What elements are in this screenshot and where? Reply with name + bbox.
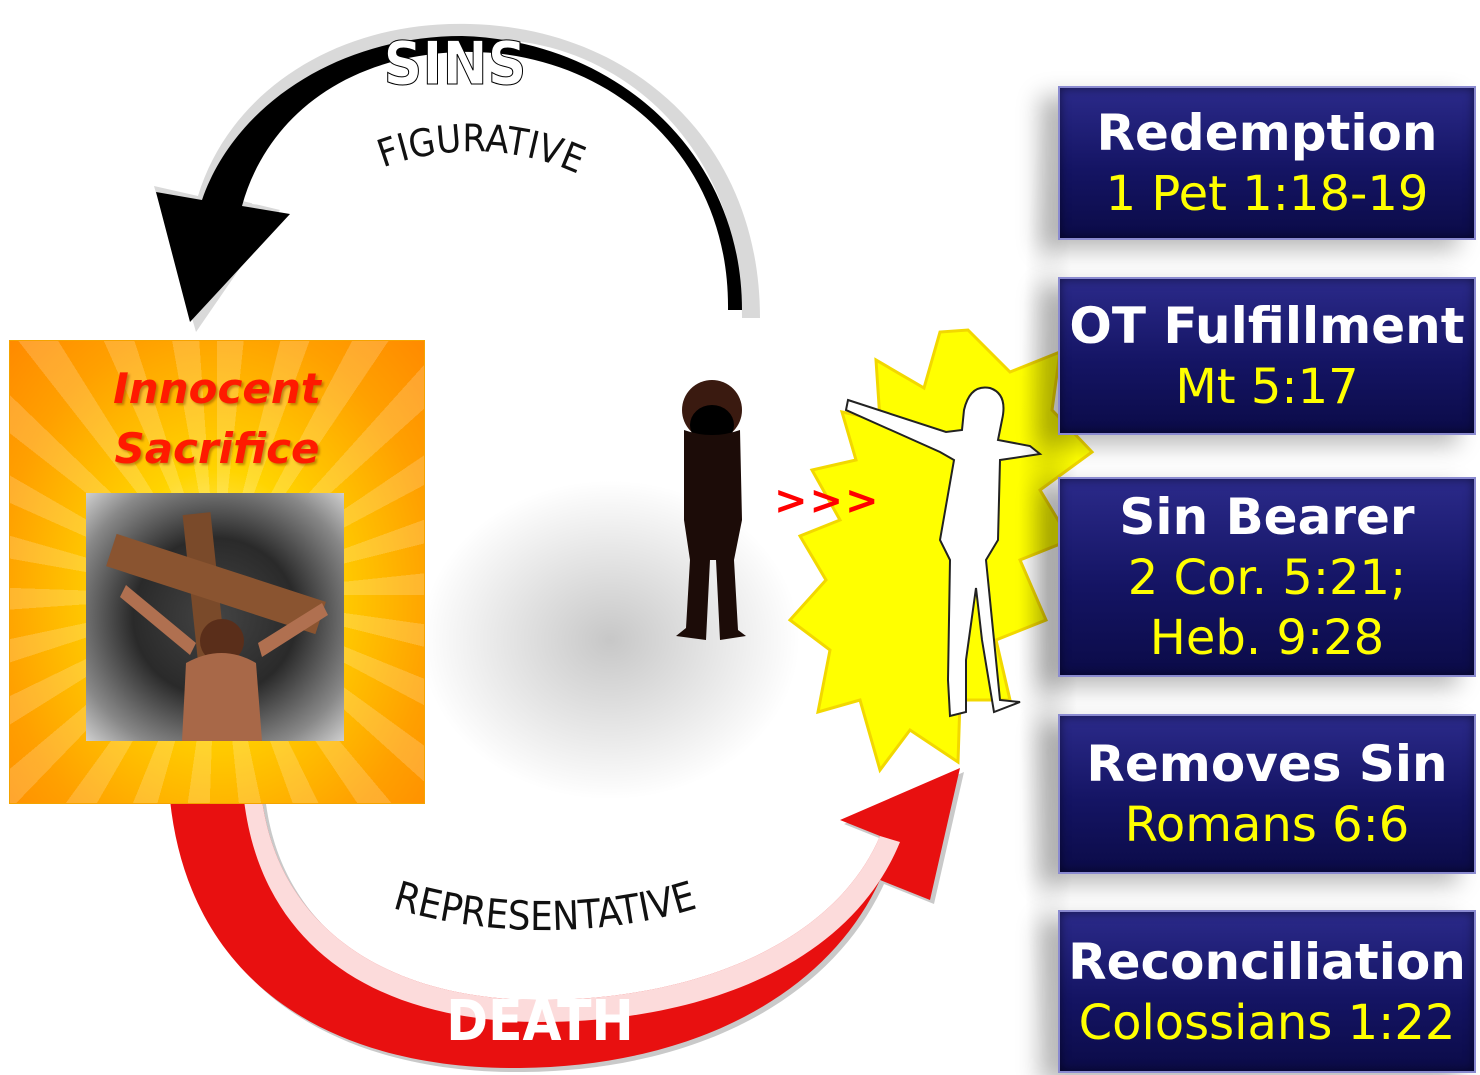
sins-arrow bbox=[154, 23, 760, 332]
death-arrow bbox=[170, 768, 964, 1073]
card-removes-sin: Removes Sin Romans 6:6 bbox=[1058, 714, 1476, 874]
sinner-figure bbox=[676, 380, 746, 640]
shadow bbox=[420, 480, 800, 800]
representative-label: REPRESENTATIVE bbox=[389, 873, 700, 940]
transition-marker: >>> bbox=[774, 478, 881, 524]
cross-icon bbox=[106, 512, 328, 741]
card-redemption: Redemption 1 Pet 1:18-19 bbox=[1058, 86, 1476, 240]
card-sin-bearer: Sin Bearer 2 Cor. 5:21; Heb. 9:28 bbox=[1058, 477, 1476, 677]
card-reference: 2 Cor. 5:21; bbox=[1127, 550, 1407, 606]
card-reconciliation: Reconciliation Colossians 1:22 bbox=[1058, 910, 1476, 1073]
sins-label: SINS bbox=[384, 29, 527, 99]
card-reference: Romans 6:6 bbox=[1124, 797, 1410, 853]
card-reference: 1 Pet 1:18-19 bbox=[1105, 166, 1429, 222]
card-reference: Heb. 9:28 bbox=[1149, 610, 1385, 666]
innocent-sacrifice-panel: Innocent Sacrifice bbox=[10, 341, 424, 803]
redeemed-figure bbox=[844, 386, 1043, 718]
card-title: Sin Bearer bbox=[1119, 488, 1415, 546]
card-title: Reconciliation bbox=[1068, 932, 1466, 991]
sacrifice-title-line2: Sacrifice bbox=[114, 424, 320, 473]
crucifixion-image bbox=[86, 493, 344, 741]
sacrifice-title: Innocent Sacrifice bbox=[10, 359, 424, 479]
death-label: DEATH bbox=[446, 989, 633, 1054]
card-title: OT Fulfillment bbox=[1069, 297, 1465, 355]
card-ot-fulfillment: OT Fulfillment Mt 5:17 bbox=[1058, 277, 1476, 435]
card-title: Redemption bbox=[1096, 104, 1438, 162]
card-reference: Mt 5:17 bbox=[1175, 359, 1359, 415]
sacrifice-title-line1: Innocent bbox=[113, 364, 321, 413]
card-reference: Colossians 1:22 bbox=[1078, 994, 1456, 1051]
card-title: Removes Sin bbox=[1086, 735, 1448, 793]
